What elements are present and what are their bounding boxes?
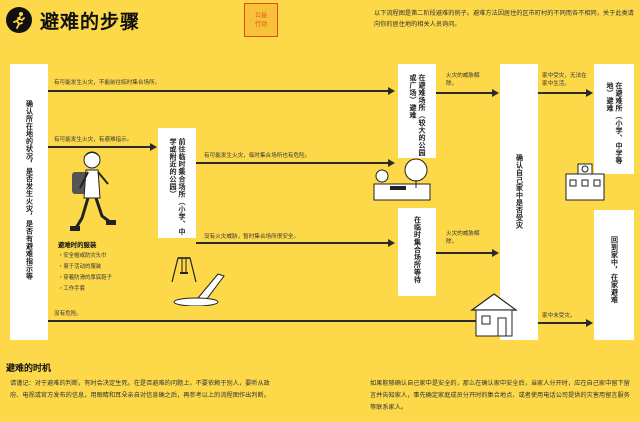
arrow-label-a1: 有可能发生火灾，不能前往临时集合场所。 — [54, 80, 161, 86]
clothing-item: ・工作手套 — [58, 286, 85, 292]
running-person-icon — [6, 7, 32, 33]
arrowhead-a8 — [586, 89, 593, 97]
clothing-list-title: 避难时的服装 — [58, 241, 97, 249]
intro-text: 以下流程图是第二阶段避难的例子。避难方法因居住的区市町村的不同而各不相同，关于此… — [374, 10, 634, 28]
playground-illustration — [171, 257, 225, 306]
box-wide-area: 在避难场所（较大的公园或广场）避难 — [398, 64, 436, 158]
arrow-line-a3 — [196, 162, 388, 164]
clothing-item: ・穿着防滑的厚底鞋子 — [58, 275, 112, 281]
box-wide-area-label: 在避难场所（较大的公园或广场）避难 — [409, 74, 426, 157]
box-school-shelter: 在避难所（小学、中学等地）避难 — [594, 64, 634, 174]
box-school-shelter-label: 在避难所（小学、中学等地）避难 — [606, 82, 623, 165]
box-go-temp-assembly: 前往临时集合场所（小学、中学或附近的公园） — [158, 128, 196, 238]
arrowhead-a4 — [388, 239, 395, 247]
box-temp-wait-label: 在临时集合场所等待 — [413, 216, 422, 284]
arrowhead-a9 — [586, 319, 593, 327]
evacuee-illustration — [70, 151, 116, 231]
arrow-label-a3: 有可能发生火灾，临时集合场所也有危险。 — [204, 153, 311, 159]
timing-section-title: 避难的时机 — [6, 364, 52, 374]
arrow-line-a2 — [48, 146, 150, 148]
arrow-label-a6: 火灾的威胁解除。 — [446, 73, 480, 87]
clothing-item: ・安全帽或防灾头巾 — [58, 253, 107, 259]
arrow-label-a5: 没有危险。 — [54, 311, 82, 317]
arrowhead-a7 — [492, 249, 499, 257]
timing-right-text: 如果能够确认自己家中是安全的，那么在确认家中安全后，当家人分开时，应在自己家中留… — [370, 380, 630, 411]
arrow-line-a6 — [436, 92, 492, 94]
arrow-line-a8 — [538, 92, 586, 94]
park-illustration — [373, 158, 431, 201]
box-confirm-situation: 确认所在地的状况，是否发生火灾，是否有避难指示等 — [10, 64, 48, 340]
box-go-temp-assembly-label: 前往临时集合场所（小学、中学或附近的公园） — [169, 138, 186, 236]
timing-left-text: 请谨记：对于避难的判断，有时会决定生死。在是否避难的问题上，不要依赖于别人，要听… — [10, 380, 270, 399]
arrowhead-a3 — [388, 159, 395, 167]
box-temp-wait: 在临时集合场所等待 — [398, 208, 436, 296]
box-check-house: 确认自己家中是否受灾 — [500, 64, 538, 340]
arrow-line-a4 — [196, 242, 388, 244]
stamp-line-2: 行动 — [254, 21, 267, 28]
arrow-label-a7: 火灾的威胁解除。 — [446, 231, 480, 245]
school-illustration — [565, 163, 605, 201]
arrowhead-a1 — [388, 87, 395, 95]
arrowhead-a2 — [150, 143, 157, 151]
arrow-line-a5 — [48, 320, 490, 322]
arrow-line-a9 — [538, 322, 586, 324]
arrow-label-a8: 家中受灾，无法在家中生活。 — [542, 73, 587, 87]
box-check-house-label: 确认自己家中是否受灾 — [515, 154, 524, 229]
arrowhead-a6 — [492, 89, 499, 97]
public-welfare-stamp: 公益 行动 — [244, 3, 278, 37]
clothing-item: ・易于活动的服装 — [58, 264, 102, 270]
box-confirm-situation-label: 确认所在地的状况，是否发生火灾，是否有避难指示等 — [25, 100, 34, 280]
arrow-line-a7 — [436, 252, 492, 254]
box-return-home: 回到家中，在家避难 — [594, 210, 634, 340]
arrow-label-a4: 没有火灾威胁，暂时集合场所很安全。 — [204, 234, 300, 240]
arrow-label-a2: 有可能发生火灾，有避难指示。 — [54, 137, 133, 143]
arrow-line-a1 — [48, 90, 388, 92]
stamp-line-1: 公益 — [254, 12, 267, 19]
house-illustration — [470, 293, 518, 337]
page-title: 避难的步骤 — [40, 10, 141, 33]
clothing-list: 避难时的服装 ・安全帽或防灾头巾 ・易于活动的服装 ・穿着防滑的厚底鞋子 ・工作… — [58, 240, 154, 295]
page-header: 避难的步骤 — [6, 6, 140, 34]
box-return-home-label: 回到家中，在家避难 — [610, 236, 619, 304]
arrow-label-a9: 家中未受灾。 — [542, 313, 576, 319]
